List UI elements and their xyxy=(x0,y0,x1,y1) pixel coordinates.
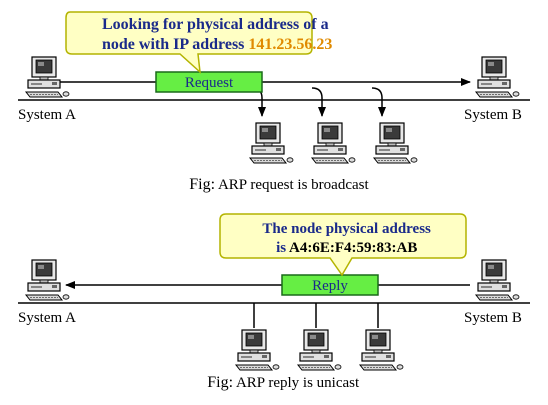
computer-icon xyxy=(25,56,70,98)
reply-diagram: Reply The node physical address is A4:6E… xyxy=(18,213,530,391)
request-callout-line2: node with IP address xyxy=(102,36,248,53)
svg-text:is A4:6E:F4:59:83:AB: is A4:6E:F4:59:83:AB xyxy=(250,240,436,256)
computer-icon xyxy=(475,259,520,301)
request-caption-text: ARP request is broadcast xyxy=(215,177,369,193)
request-callout-line1: Looking for physical address of a xyxy=(102,16,329,33)
svg-text:node with IP address 141.23.56: node with IP address 141.23.56.23 xyxy=(74,36,352,53)
request-diagram: Request Looking for physical address of … xyxy=(18,11,530,193)
computer-icon xyxy=(373,122,418,164)
system-b-label: System B xyxy=(464,107,522,123)
request-callout xyxy=(65,11,313,74)
reply-callout-line1: The node physical address xyxy=(262,221,431,237)
computer-icon xyxy=(311,122,356,164)
computer-icon xyxy=(359,329,404,371)
computer-icon xyxy=(25,259,70,301)
svg-text:Fig: ARP reply is unicast: Fig: ARP reply is unicast xyxy=(181,374,378,391)
reply-packet-label: Reply xyxy=(312,278,348,294)
request-caption-fig: Fig: xyxy=(189,176,215,193)
request-packet-label: Request xyxy=(185,75,234,91)
svg-text:Fig: ARP request is broadcast: Fig: ARP request is broadcast xyxy=(163,176,387,193)
physical-address: A4:6E:F4:59:83:AB xyxy=(289,240,417,256)
reply-caption-fig: Fig: xyxy=(207,374,233,391)
svg-text:The node physical address: The node physical address xyxy=(236,221,449,237)
broadcast-arrow-3 xyxy=(371,87,386,117)
computer-icon xyxy=(249,122,294,164)
reply-callout xyxy=(219,213,467,277)
reply-caption-text: ARP reply is unicast xyxy=(233,375,360,391)
system-a-label: System A xyxy=(18,107,76,123)
reply-packet xyxy=(281,274,379,296)
reply-callout-line2: is xyxy=(276,240,289,256)
target-ip-address: 141.23.56.23 xyxy=(248,36,332,53)
computer-icon xyxy=(235,329,280,371)
svg-text:Looking for physical address o: Looking for physical address of a xyxy=(74,16,349,33)
computer-icon xyxy=(297,329,342,371)
computer-icon xyxy=(475,56,520,98)
broadcast-arrow-2 xyxy=(311,87,326,117)
system-b-label: System B xyxy=(464,310,522,326)
system-a-label: System A xyxy=(18,310,76,326)
request-packet xyxy=(155,71,263,93)
